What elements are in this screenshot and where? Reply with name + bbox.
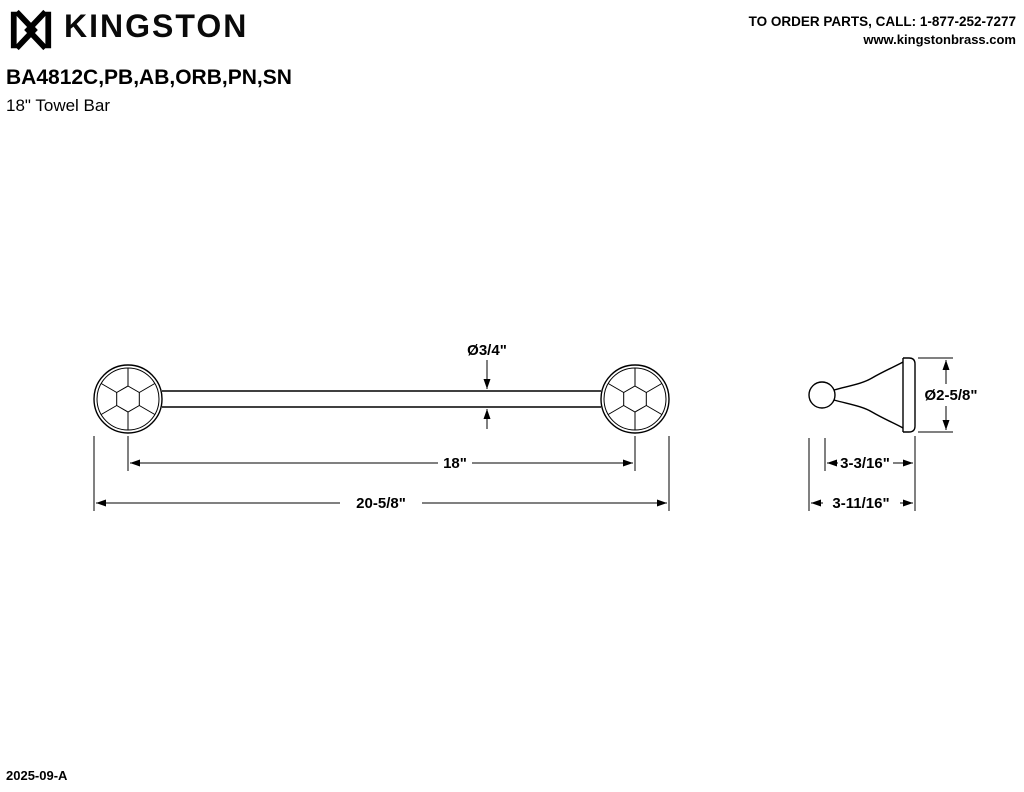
revision-code: 2025-09-A [6,768,68,783]
front-view [93,364,670,434]
order-phone-line: TO ORDER PARTS, CALL: 1-877-252-7277 [748,14,1016,29]
dim-label-flange-diameter: Ø2-5/8" [925,387,978,404]
finial-ball [808,381,836,409]
dim-label-projection-inner: 3-3/16" [840,455,890,472]
right-flange [600,364,670,434]
dim-bar-diameter: Ø3/4" [467,342,507,429]
dim-label-bar-diameter: Ø3/4" [467,342,507,359]
side-view [808,357,916,433]
dim-flange-diameter: Ø2-5/8" [918,357,978,433]
product-name: 18" Towel Bar [6,96,111,115]
wall-plate [903,357,916,433]
dim-projection-inner: 3-3/16" [824,436,916,511]
dim-label-overall-width: 20-5/8" [356,495,406,512]
dim-label-center-to-center: 18" [443,455,467,472]
dim-overall-width: 20-5/8" [93,436,670,512]
brand-name: KINGSTON [64,8,249,44]
website-text: www.kingstonbrass.com [863,32,1016,48]
dim-center-to-center: 18" [127,436,636,472]
kingston-logo-icon [10,9,52,51]
dim-projection-overall: 3-11/16" [808,438,913,512]
dim-label-projection-overall: 3-11/16" [832,495,889,512]
order-info: TO ORDER PARTS, CALL: 1-877-252-7277 www… [749,13,1016,49]
left-flange [93,364,163,434]
model-number: BA4812C,PB,AB,ORB,PN,SN [6,66,292,89]
